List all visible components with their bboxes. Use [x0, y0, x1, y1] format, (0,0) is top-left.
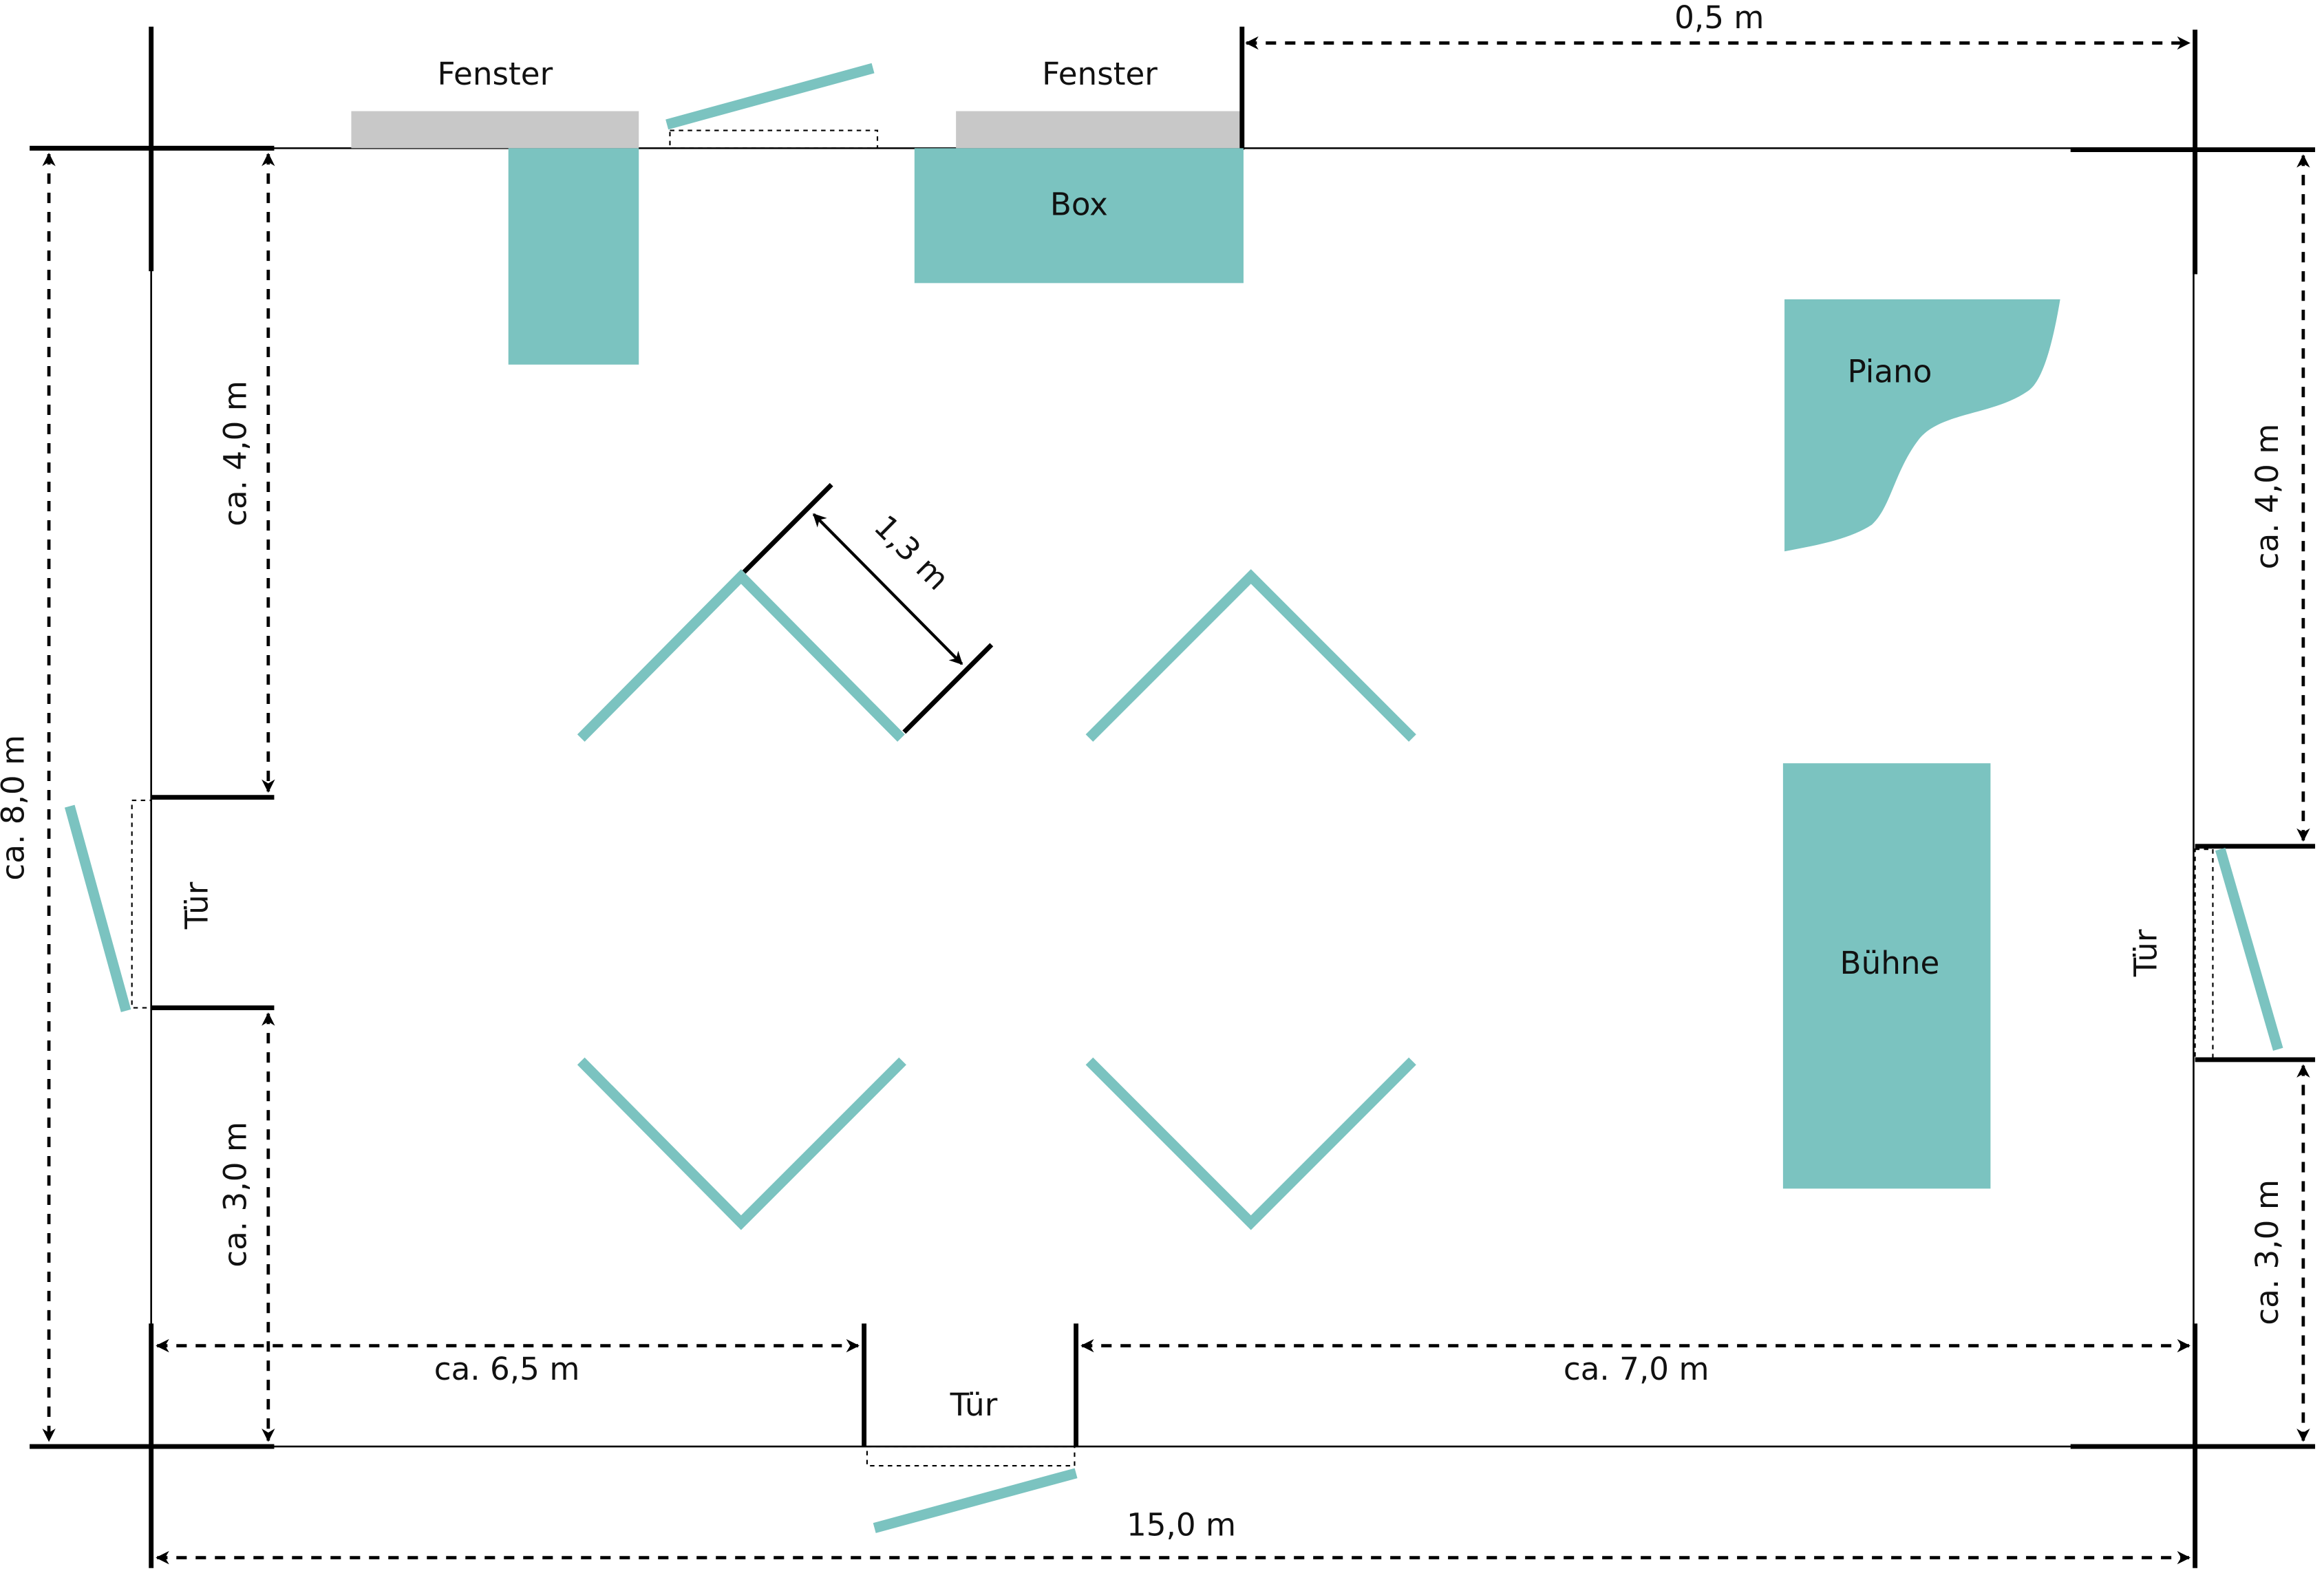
right-door-label: Tür — [2128, 929, 2164, 977]
window-left-label: Fenster — [437, 56, 553, 92]
right-door: Tür — [2128, 844, 2316, 1062]
dim-total-width-label: 15,0 m — [1127, 1506, 1236, 1543]
piano-label: Piano — [1848, 354, 1932, 390]
bottom-door: Tür — [862, 1323, 1079, 1533]
dim-bottom-left-label: ca. 6,5 m — [434, 1351, 580, 1387]
partition-top-right — [1085, 569, 1416, 742]
dim-right-upper-label: ca. 4,0 m — [2249, 424, 2285, 570]
left-door-label: Tür — [179, 881, 215, 930]
left-door: Tür — [64, 795, 275, 1012]
dim-left-upper-label: ca. 4,0 m — [217, 381, 254, 526]
piano-shape — [1784, 299, 2060, 552]
stage-label: Bühne — [1840, 945, 1940, 981]
diagonal-dimension: 1,3 m — [742, 482, 994, 734]
window-right — [956, 111, 1242, 149]
box-block — [914, 148, 1244, 284]
dim-right-lower-label: ca. 3,0 m — [2249, 1179, 2285, 1325]
window-right-label: Fenster — [1042, 56, 1158, 92]
diagonal-dimension-label: 1,3 m — [867, 508, 957, 597]
stage-block — [1782, 763, 1991, 1189]
partition-bottom-left — [577, 1057, 906, 1230]
partition-top-left — [577, 569, 905, 742]
dim-top-right-label: 0,5 m — [1674, 0, 1764, 36]
corner-markers — [30, 26, 2316, 1568]
cabinet-block — [508, 148, 639, 365]
dim-left-full-label: ca. 8,0 m — [0, 735, 31, 881]
partition-walls — [577, 569, 1416, 1230]
window-left — [351, 111, 639, 149]
dim-left-lower-label: ca. 3,0 m — [217, 1122, 254, 1268]
box-label: Box — [1050, 186, 1108, 222]
partition-bottom-right — [1085, 1057, 1416, 1230]
dim-bottom-right-label: ca. 7,0 m — [1564, 1351, 1709, 1387]
top-door — [665, 63, 879, 149]
bottom-door-label: Tür — [950, 1387, 998, 1423]
